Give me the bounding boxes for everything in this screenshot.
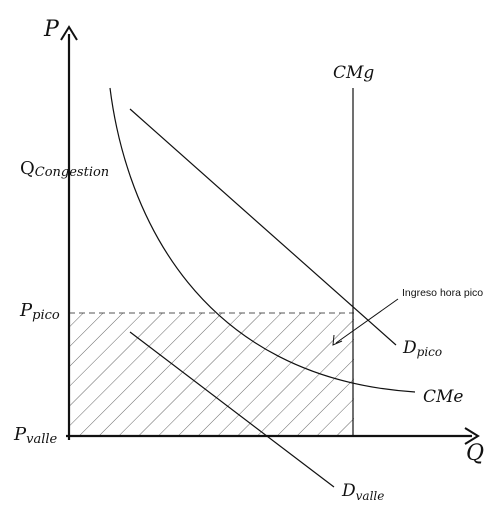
q-congestion-label: QCongestion — [20, 158, 109, 180]
d-pico-line — [129, 108, 397, 346]
x-axis-label: Q — [466, 441, 484, 466]
p-pico-label: Ppico — [19, 300, 60, 323]
annotation-arrowhead-icon — [332, 334, 343, 346]
y-axis-arrow-icon — [60, 25, 78, 41]
d-pico-label: Dpico — [402, 338, 442, 359]
cme-label: CMe — [423, 387, 463, 407]
annotation-arrow — [335, 298, 399, 344]
ingreso-hora-pico-label: Ingreso hora pico — [402, 287, 483, 299]
d-valle-label: Dvalle — [341, 481, 384, 503]
revenue-hatched-area — [69, 313, 354, 436]
cme-curve — [109, 87, 416, 393]
p-valle-label: Pvalle — [13, 424, 58, 447]
d-valle-line — [129, 331, 335, 488]
y-axis-label: P — [43, 17, 60, 42]
x-axis-arrow-icon — [464, 427, 480, 445]
cmg-label: CMg — [333, 63, 374, 83]
